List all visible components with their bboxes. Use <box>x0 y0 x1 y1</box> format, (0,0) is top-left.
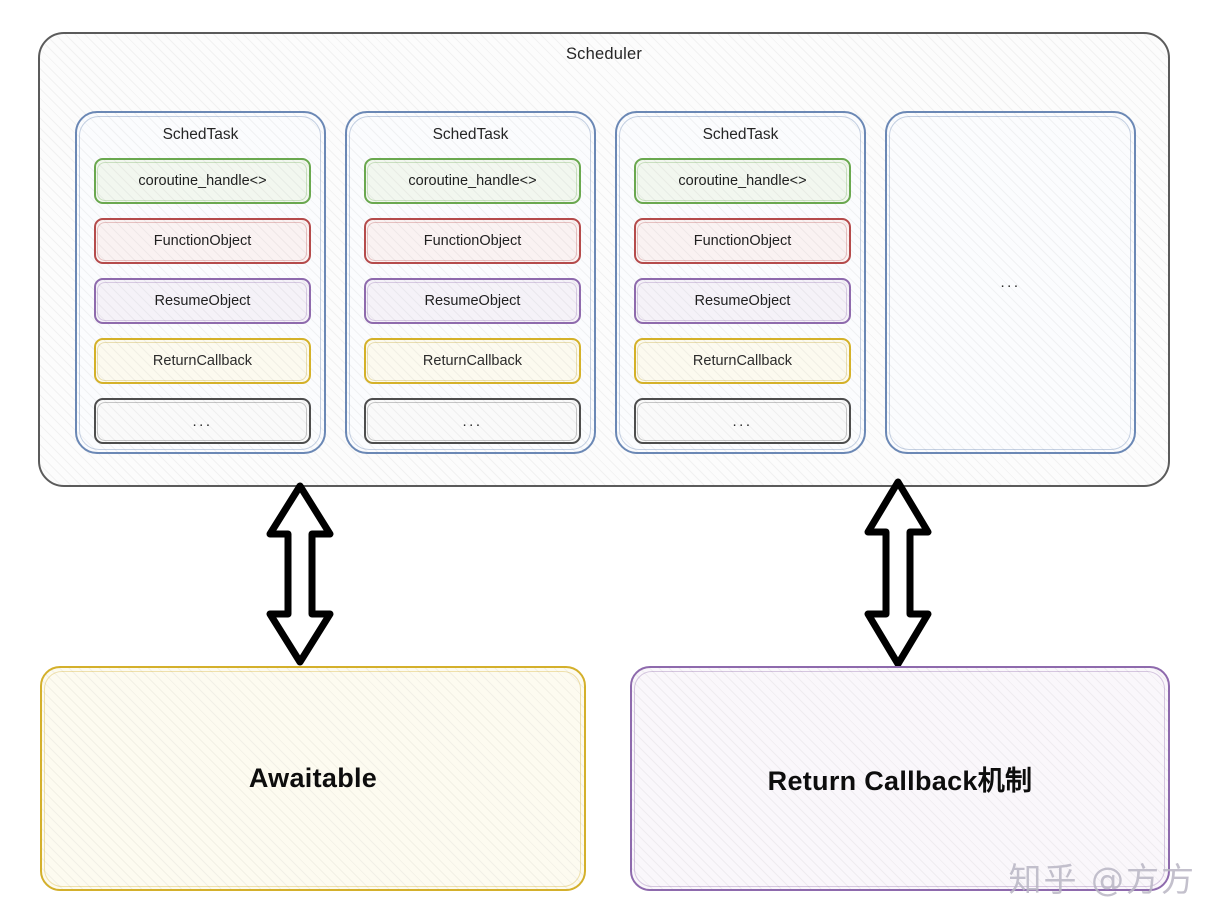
schedtask-title: SchedTask <box>162 126 239 143</box>
field-function-object[interactable]: FunctionObject <box>634 218 851 264</box>
return-callback-label: Return Callback机制 <box>767 766 1033 796</box>
field-coroutine-handle[interactable]: coroutine_handle<> <box>634 158 851 204</box>
field-return-callback[interactable]: ReturnCallback <box>364 338 581 384</box>
field-label: coroutine_handle<> <box>678 173 807 189</box>
field-label: ReturnCallback <box>692 353 793 369</box>
field-more[interactable]: ... <box>364 398 581 444</box>
field-label: ... <box>732 412 753 430</box>
field-label: ReturnCallback <box>422 353 523 369</box>
field-label: ... <box>192 412 213 430</box>
schedtask-card-1[interactable]: SchedTask coroutine_handle<> FunctionObj… <box>75 111 326 454</box>
field-label: coroutine_handle<> <box>408 173 537 189</box>
field-coroutine-handle[interactable]: coroutine_handle<> <box>94 158 311 204</box>
field-function-object[interactable]: FunctionObject <box>364 218 581 264</box>
schedtask-title: SchedTask <box>432 126 509 143</box>
field-resume-object[interactable]: ResumeObject <box>634 278 851 324</box>
field-coroutine-handle[interactable]: coroutine_handle<> <box>364 158 581 204</box>
field-function-object[interactable]: FunctionObject <box>94 218 311 264</box>
field-resume-object[interactable]: ResumeObject <box>364 278 581 324</box>
scheduler-container: Scheduler SchedTask coroutine_handle<> F… <box>38 32 1170 487</box>
field-label: ... <box>462 412 483 430</box>
field-label: coroutine_handle<> <box>138 173 267 189</box>
awaitable-link-arrow <box>266 482 334 666</box>
field-return-callback[interactable]: ReturnCallback <box>634 338 851 384</box>
return-callback-link-arrow <box>864 478 932 668</box>
field-label: ResumeObject <box>154 293 251 309</box>
awaitable-label: Awaitable <box>248 763 378 793</box>
field-return-callback[interactable]: ReturnCallback <box>94 338 311 384</box>
field-label: ReturnCallback <box>152 353 253 369</box>
field-resume-object[interactable]: ResumeObject <box>94 278 311 324</box>
field-label: ResumeObject <box>694 293 791 309</box>
field-label: FunctionObject <box>153 233 252 249</box>
field-label: FunctionObject <box>423 233 522 249</box>
schedtask-card-3[interactable]: SchedTask coroutine_handle<> FunctionObj… <box>615 111 866 454</box>
return-callback-box[interactable]: Return Callback机制 <box>630 666 1170 891</box>
field-label: FunctionObject <box>693 233 792 249</box>
watermark: 知乎 @方方 <box>1008 860 1196 899</box>
field-more[interactable]: ... <box>94 398 311 444</box>
schedtask-card-2[interactable]: SchedTask coroutine_handle<> FunctionObj… <box>345 111 596 454</box>
scheduler-title: Scheduler <box>565 45 643 63</box>
field-more[interactable]: ... <box>634 398 851 444</box>
field-label: ResumeObject <box>424 293 521 309</box>
schedtask-card-overflow[interactable]: ... <box>885 111 1136 454</box>
schedtask-title: SchedTask <box>702 126 779 143</box>
awaitable-box[interactable]: Awaitable <box>40 666 586 891</box>
overflow-ellipsis: ... <box>1000 274 1021 291</box>
